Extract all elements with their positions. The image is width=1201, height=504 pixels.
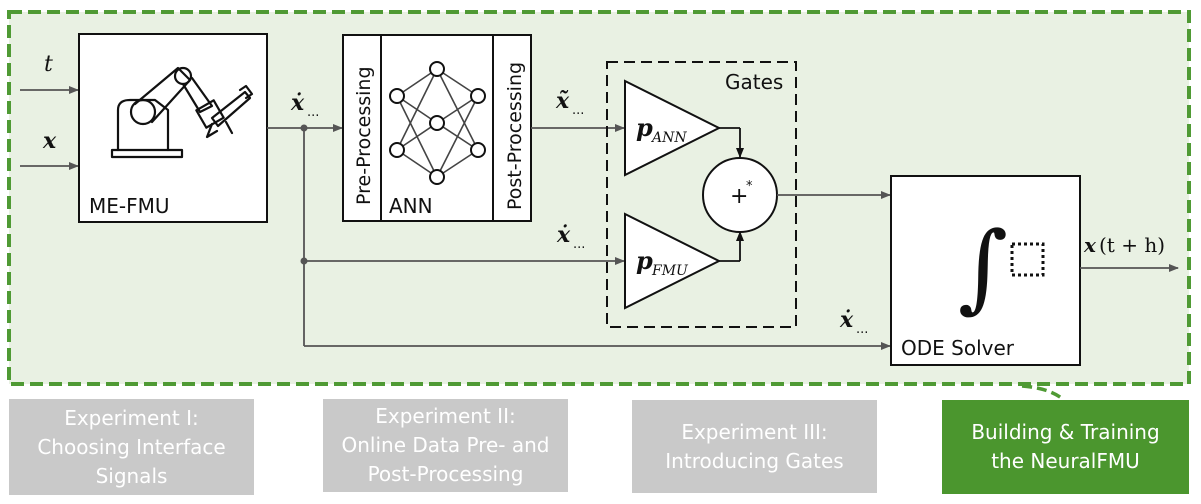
ann-label: ANN [389, 194, 433, 218]
sum-star: * [746, 179, 753, 194]
gates-box [606, 61, 797, 328]
gate-ann-p: p [636, 113, 653, 142]
xdot-dots-2: ... [573, 237, 585, 252]
neural-network-icon [389, 61, 486, 185]
gate-fmu-sub: FMU [651, 263, 689, 279]
gate-fmu-triangle [624, 212, 722, 310]
experiment-2-label: Experiment II: Online Data Pre- and Post… [341, 404, 550, 486]
xdot-dots-1: ... [307, 105, 319, 120]
pre-processing-label: Pre-Processing [353, 66, 375, 205]
integrand-placeholder [1010, 242, 1045, 277]
ode-solver-box [890, 175, 1081, 366]
experiment-4-box-active: Building & Training the NeuralFMU [942, 400, 1189, 494]
experiment-3-label: Experiment III: Introducing Gates [665, 419, 844, 473]
junction-1 [300, 124, 308, 132]
active-connector [1021, 384, 1066, 402]
post-processing-label: Post-Processing [504, 62, 526, 210]
xdot-label-2: ẋ [556, 222, 571, 248]
gate-ann-sub: ANN [650, 130, 687, 146]
experiment-3-box: Experiment III: Introducing Gates [632, 400, 877, 493]
experiment-2-box: Experiment II: Online Data Pre- and Post… [323, 399, 568, 492]
xdot-label-3: ẋ [839, 307, 854, 333]
experiment-1-box: Experiment I: Choosing Interface Signals [9, 399, 254, 495]
ode-solver-label: ODE Solver [901, 336, 1015, 360]
output-rest: (t + h) [1099, 233, 1165, 257]
gate-fmu-p: p [636, 246, 653, 275]
input-t-label: t [44, 52, 53, 77]
output-x: x [1083, 233, 1097, 257]
xtilde-label: x̃ [555, 88, 570, 114]
gates-title: Gates [725, 70, 783, 94]
xdot-dots-3: ... [856, 322, 868, 337]
input-x-label: x [42, 128, 57, 154]
me-fmu-label: ME-FMU [89, 194, 170, 218]
xdot-label-1: ẋ [290, 90, 305, 116]
experiment-1-label: Experiment I: Choosing Interface Signals [37, 405, 226, 488]
sum-plus: + [730, 184, 748, 209]
experiment-4-label: Building & Training the NeuralFMU [971, 420, 1160, 473]
robot-arm-icon [110, 66, 254, 159]
xtilde-dots: ... [572, 103, 584, 118]
gate-ann-triangle [624, 79, 722, 177]
integral-sign: ∫ [958, 211, 1008, 323]
